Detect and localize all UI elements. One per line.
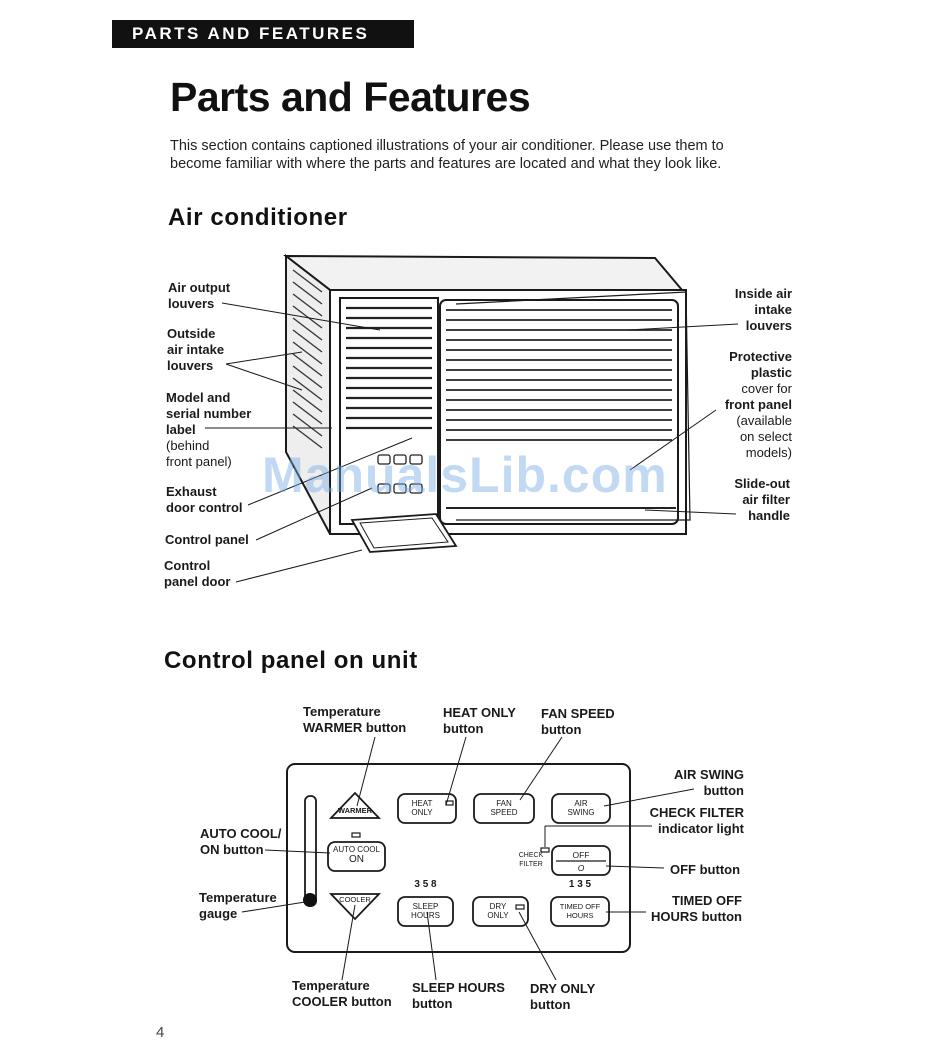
callout-air-swing: AIR SWING button (673, 767, 744, 798)
cooler-button: COOLER (339, 895, 371, 904)
callout-off: OFF button (670, 862, 741, 877)
sleep-hours-numbers: 3 5 8 (414, 879, 437, 890)
callout-temperature-gauge: Temperature gauge (199, 890, 277, 921)
fan-speed-button: FAN SPEED (490, 799, 518, 817)
page-title: Parts and Features (170, 74, 531, 120)
dry-only-button: DRY ONLY (487, 902, 509, 920)
auto-cool-on-button: AUTO COOL ON (333, 845, 380, 865)
watermark: ManualsLib.com (262, 447, 668, 503)
label-control-panel-door: Control panel door (164, 558, 231, 589)
intro-paragraph: This section contains captioned illustra… (170, 138, 724, 172)
label-outside-air-intake-louvers: Outside air intake louvers (167, 326, 225, 373)
label-model-serial-number: Model and serial number label (behind fr… (166, 390, 252, 469)
label-exhaust-door-control: Exhaust door control (166, 484, 243, 515)
callout-check-filter: CHECK FILTER indicator light (649, 805, 744, 836)
callout-sleep-hours: SLEEP HOURS button (412, 980, 505, 1011)
sleep-hours-button: SLEEP HOURS (411, 902, 440, 920)
label-inside-air-intake-louvers: Inside air intake louvers (734, 286, 792, 333)
check-filter-indicator: CHECK FILTER (518, 852, 544, 868)
callout-auto-cool-on: AUTO COOL/ ON button (200, 826, 282, 857)
callout-heat-only: HEAT ONLY button (443, 705, 516, 736)
off-button: OFF O (572, 850, 590, 873)
label-control-panel: Control panel (165, 532, 249, 547)
heat-only-button: HEAT ONLY (411, 799, 433, 817)
air-swing-button: AIR SWING (567, 799, 595, 817)
callout-dry-only: DRY ONLY button (530, 981, 596, 1012)
callout-fan-speed: FAN SPEED button (541, 706, 615, 737)
callout-cooler: Temperature COOLER button (292, 978, 392, 1009)
callout-warmer: Temperature WARMER button (303, 704, 407, 735)
air-conditioner-heading: Air conditioner (168, 204, 348, 231)
label-slide-out-air-filter-handle: Slide-out air filter handle (734, 476, 790, 523)
timed-off-hours-button: TIMED OFF HOURS (559, 902, 601, 920)
label-protective-cover: Protective plastic cover for front panel… (724, 349, 792, 460)
callout-timed-off-hours: TIMED OFF HOURS button (651, 893, 742, 924)
section-tab: PARTS AND FEATURES (112, 20, 414, 48)
warmer-button: WARMER (337, 806, 373, 815)
label-air-output-louvers: Air output louvers (168, 280, 231, 311)
timed-off-numbers: 1 3 5 (568, 879, 592, 890)
page-number: 4 (156, 1024, 165, 1041)
control-panel-heading: Control panel on unit (164, 647, 418, 674)
